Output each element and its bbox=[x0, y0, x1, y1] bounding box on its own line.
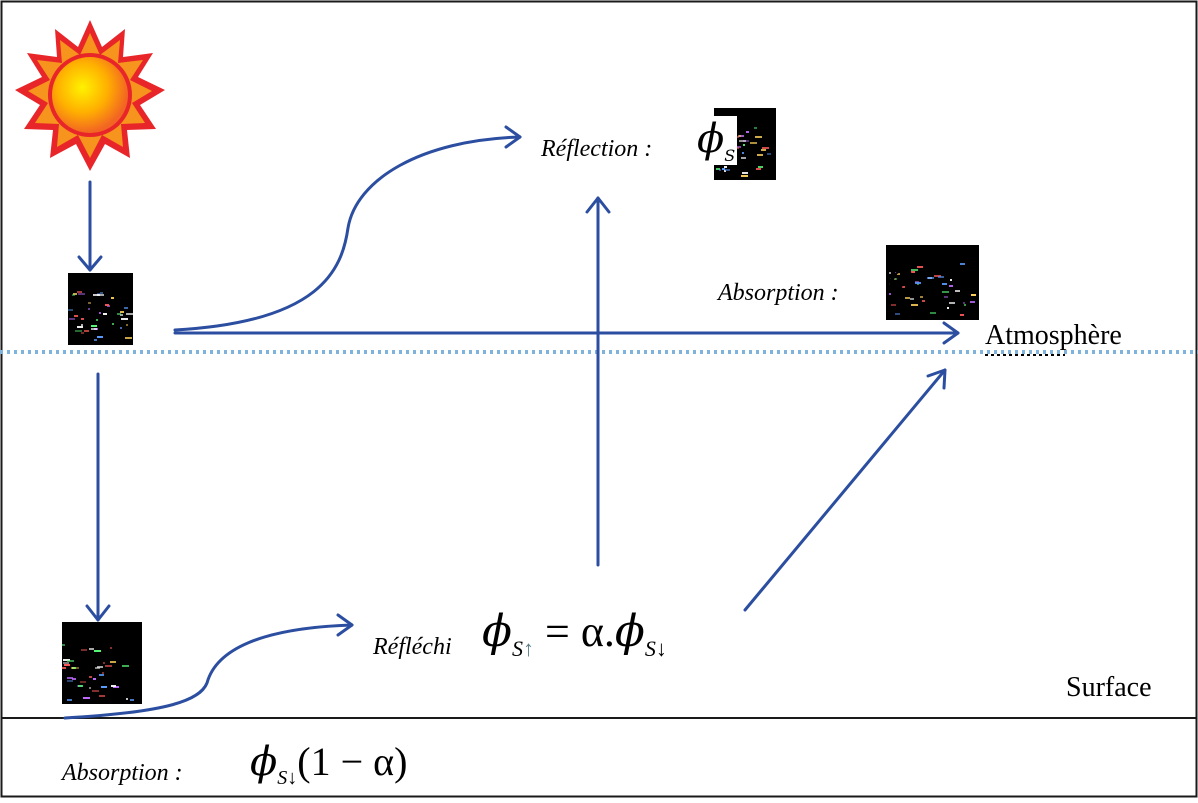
atmosphere-label: Atmosphère bbox=[985, 320, 1122, 352]
surface-to-atmosphere-arrow bbox=[745, 370, 945, 610]
reflechi-label: Réfléchi bbox=[373, 634, 452, 661]
reflection-phi-symbol: ϕS bbox=[695, 116, 737, 165]
reflection-curve-arrow bbox=[175, 137, 520, 330]
surface-absorption-formula: ϕS↓(1 − α) bbox=[250, 738, 407, 790]
sun-icon bbox=[15, 20, 165, 171]
surface-absorption-formula-tail: (1 − α) bbox=[297, 739, 407, 784]
reflechi-formula: ϕS↑ = α.ϕS↓ bbox=[482, 606, 667, 662]
absorption-atm-phi-symbol: ϕ bbox=[888, 256, 915, 302]
reflection-label: Réflection : bbox=[541, 136, 652, 163]
surface-flux-symbol-image bbox=[62, 622, 142, 704]
absorption-atm-label: Absorption : bbox=[718, 280, 839, 307]
incoming-flux-symbol-image bbox=[68, 273, 133, 345]
absorption-surface-label: Absorption : bbox=[62, 760, 183, 787]
surface-label: Surface bbox=[1066, 672, 1152, 704]
reflechi-formula-mid: = α. bbox=[545, 607, 615, 656]
